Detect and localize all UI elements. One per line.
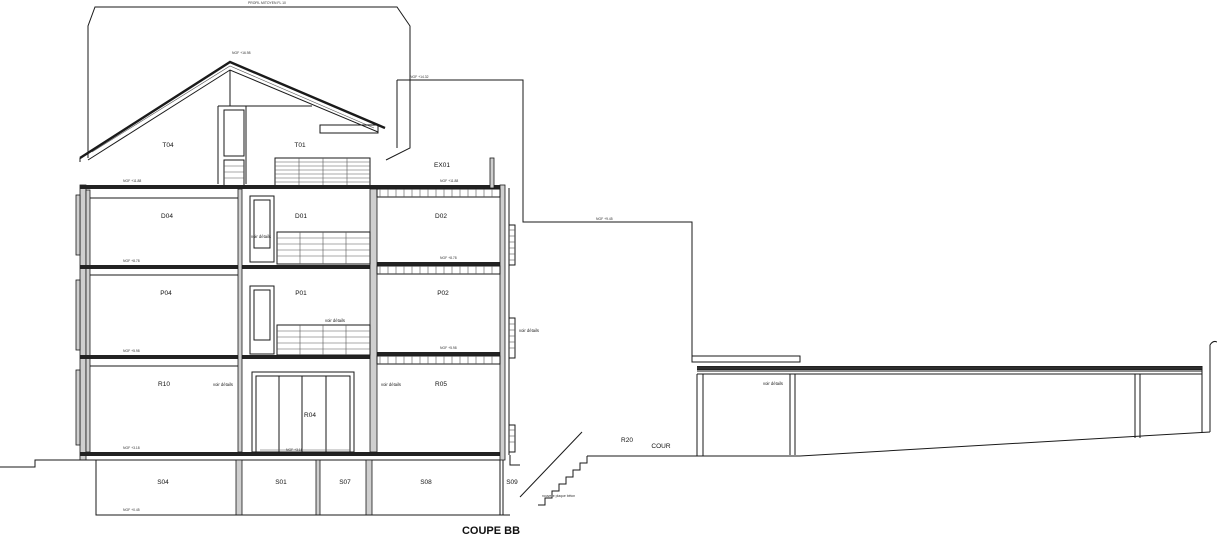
structure [75, 157, 506, 461]
note-r10: voir détails [213, 382, 233, 387]
room-S08: S08 [420, 479, 432, 486]
note-r05: voir détails [381, 382, 401, 387]
level-ss: NGF +0.45 [123, 508, 140, 512]
basement [0, 459, 510, 516]
level-terrasse: NGF +11.88 [440, 179, 458, 183]
level-r2b: NGF +8.78 [440, 256, 457, 260]
room-S09: S09 [506, 479, 518, 486]
room-labels: T04 T01 EX01 D04 D01 D02 P04 P01 P02 R10… [157, 142, 671, 486]
level-combles: NGF +11.88 [123, 179, 141, 183]
level-markers: NGF +16.98 NGF +14.32 NGF +11.88 NGF +11… [123, 51, 613, 512]
beams [376, 188, 501, 365]
exterior-ground [509, 372, 1211, 506]
room-D02: D02 [435, 213, 447, 220]
room-P04: P04 [160, 290, 172, 297]
room-D01: D01 [295, 213, 307, 220]
room-R20: R20 [621, 437, 633, 444]
level-r2: NGF +8.78 [123, 259, 140, 263]
room-T04: T04 [162, 142, 174, 149]
level-mitoyen: NGF +14.32 [410, 75, 429, 79]
right-facade [508, 188, 516, 455]
level-voisin: NGF +9.45 [596, 217, 613, 221]
level-rdcb: NGF +3.18 [286, 448, 303, 452]
room-COUR: COUR [651, 443, 670, 450]
room-EX01: EX01 [434, 162, 450, 169]
room-S01: S01 [275, 479, 287, 486]
room-P02: P02 [437, 290, 449, 297]
room-R05: R05 [435, 381, 447, 388]
roof [79, 60, 386, 184]
room-R10: R10 [158, 381, 170, 388]
note-p01: voir détails [325, 318, 345, 323]
room-P01: P01 [295, 290, 307, 297]
top-caption: PROFIL MITOYEN FL 10 [248, 1, 286, 5]
courtyard-canopy [691, 340, 1217, 456]
note-stair: nouvelle plaque béton [542, 494, 575, 498]
room-S07: S07 [339, 479, 351, 486]
room-R04: R04 [304, 412, 316, 419]
level-r1b: NGF +5.98 [440, 346, 457, 350]
room-D04: D04 [161, 213, 173, 220]
level-r1: NGF +5.98 [123, 349, 140, 353]
stairs-floors [249, 195, 371, 453]
drawing-title: COUPE BB [462, 525, 520, 537]
level-rdc: NGF +3.18 [123, 446, 140, 450]
note-d01: voir détails [251, 234, 271, 239]
note-cour: voir détails [763, 381, 783, 386]
room-T01: T01 [294, 142, 306, 149]
level-ridge: NGF +16.98 [232, 51, 251, 55]
room-S04: S04 [157, 479, 169, 486]
note-p02: voir détails [519, 328, 539, 333]
notes: voir détails voir détails voir détails v… [213, 234, 783, 498]
neighbour-profile [87, 6, 693, 362]
